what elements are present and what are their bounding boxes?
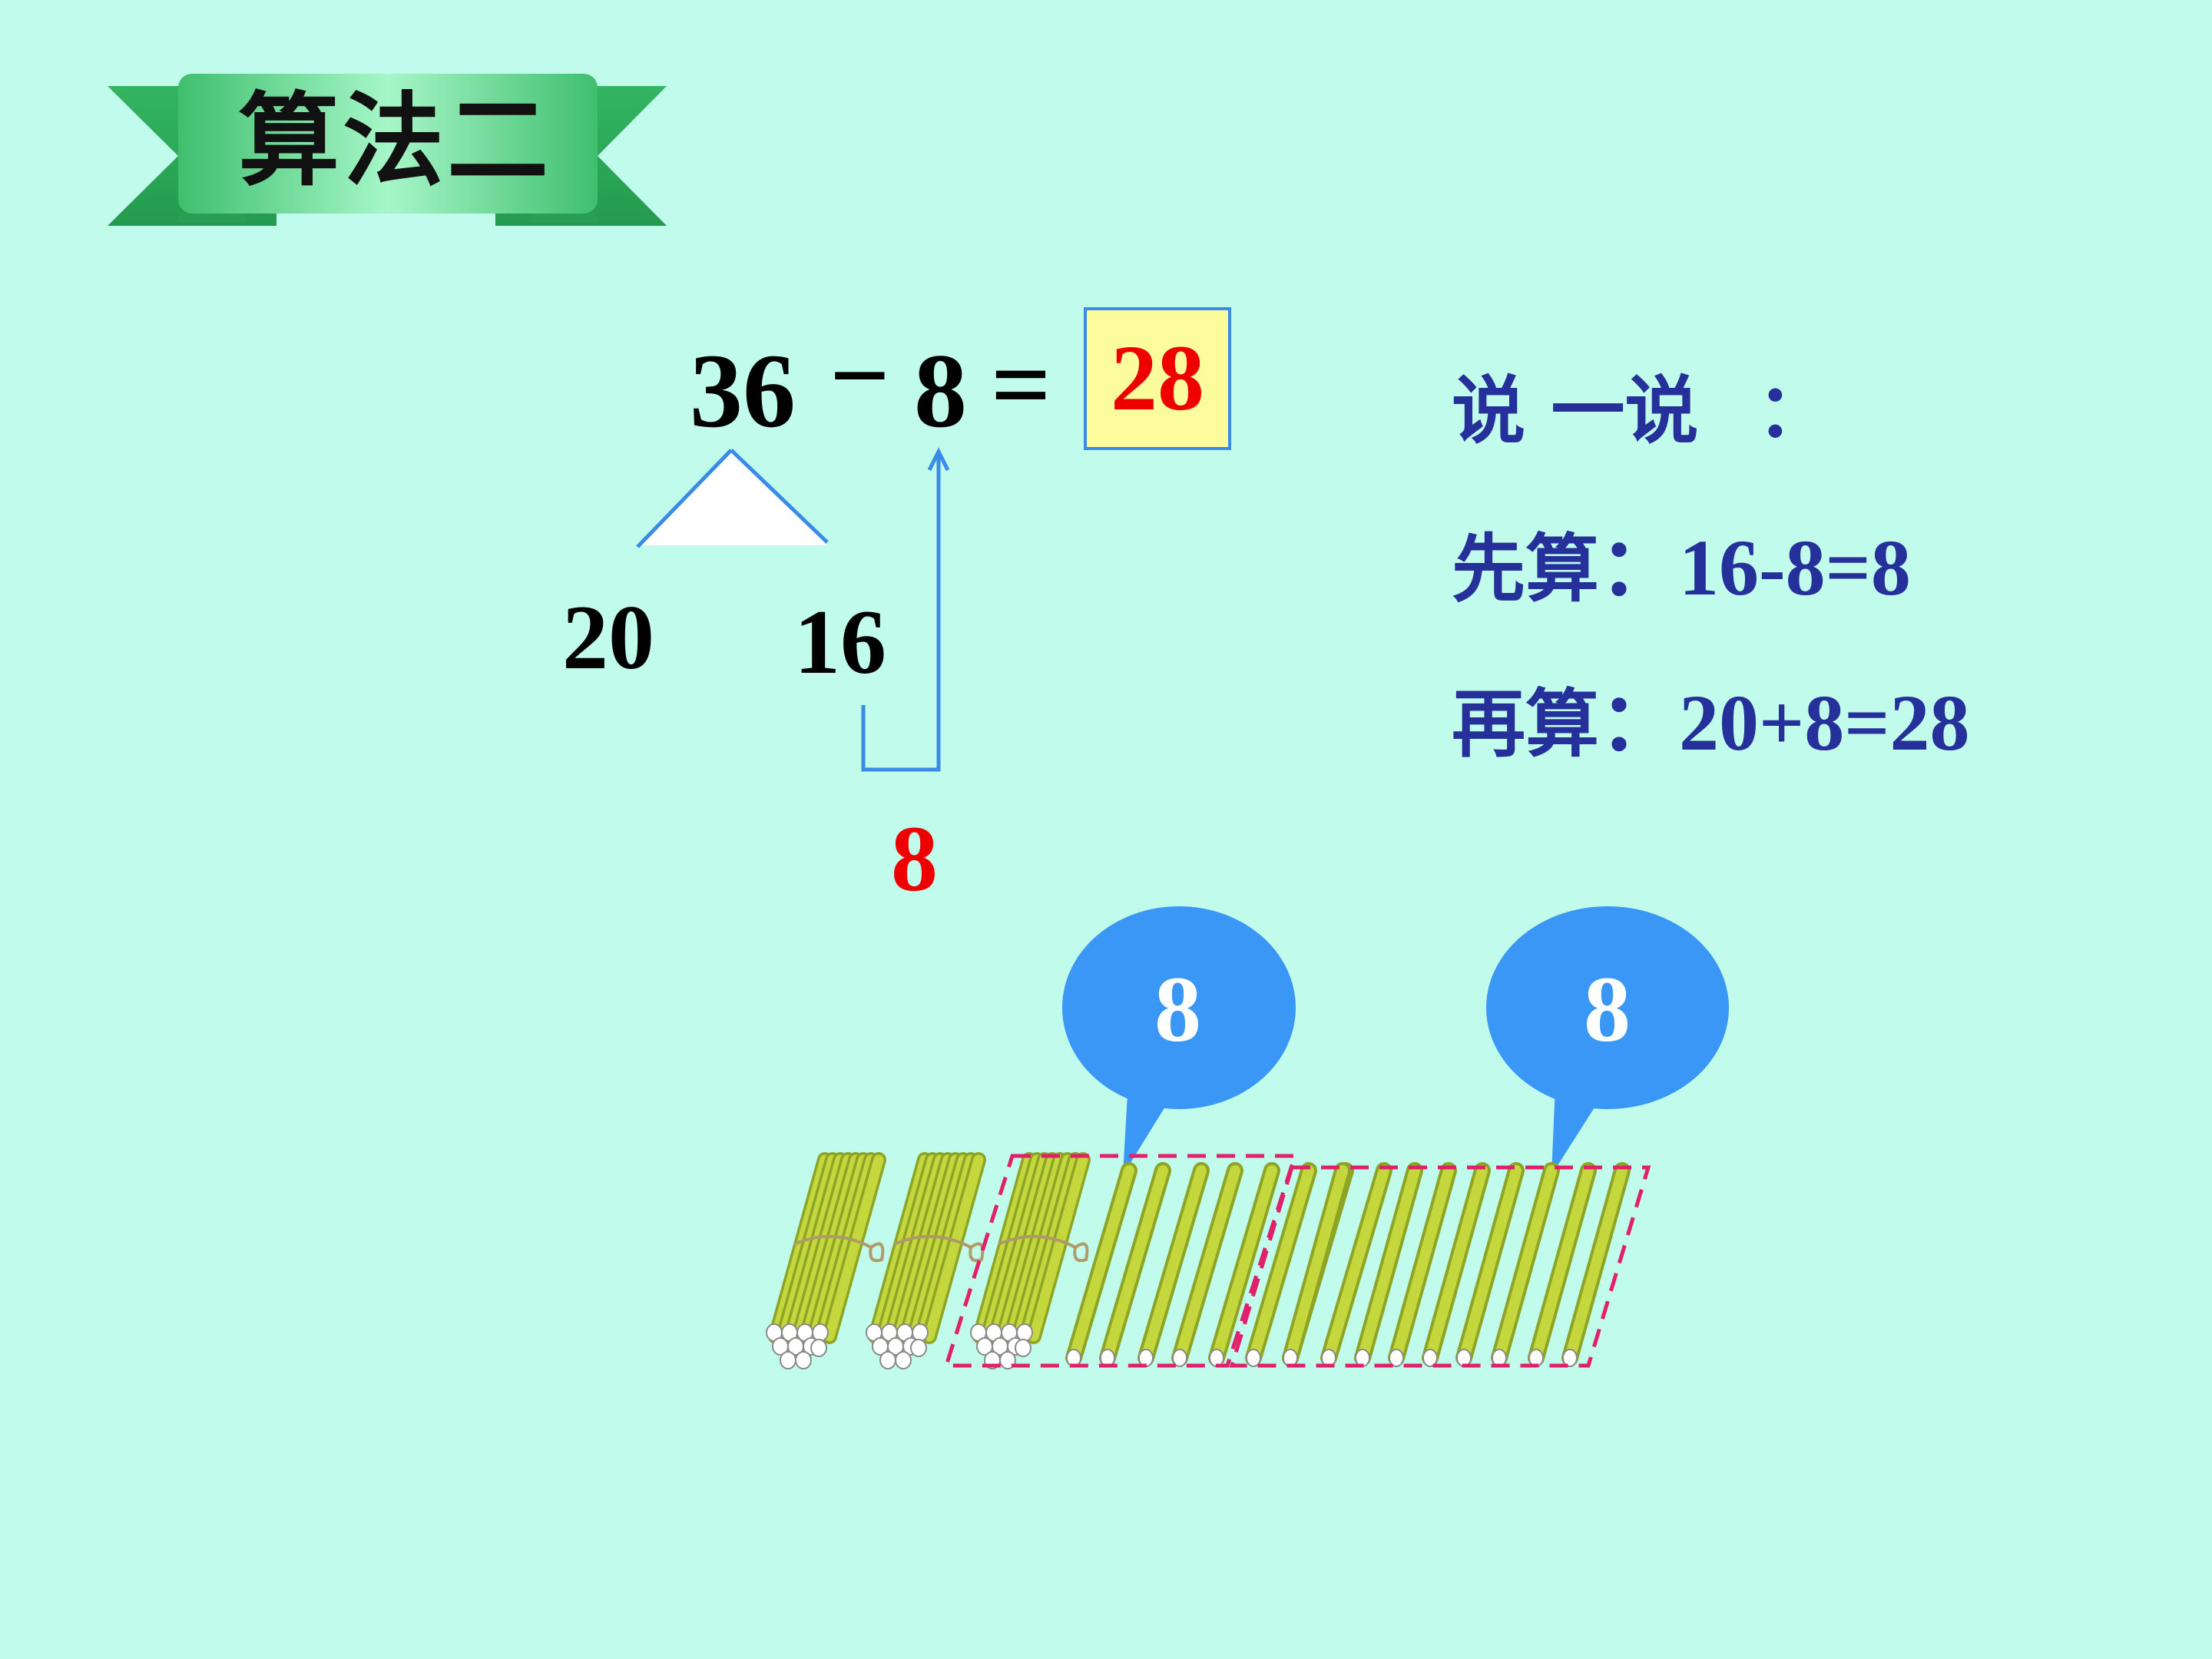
loose-stick-a4-end — [1172, 1349, 1187, 1367]
loose-stick-a6 — [1245, 1162, 1317, 1367]
loose-stick-b8-end — [1562, 1349, 1578, 1367]
loose-stick-b5 — [1455, 1162, 1525, 1367]
loose-stick-a6-body — [1248, 1165, 1314, 1363]
loose-stick-b4-body — [1425, 1165, 1488, 1363]
stick-bundle-1-stick-7 — [824, 1154, 884, 1342]
loose-stick-b3 — [1388, 1162, 1457, 1367]
loose-stick-b6 — [1491, 1162, 1560, 1367]
loose-stick-b6-body — [1494, 1165, 1557, 1363]
stick-bundle-2-string — [893, 1234, 985, 1263]
explanation-step-2: 再算：20+8=28 — [1452, 684, 1970, 763]
loose-stick-a1 — [1065, 1162, 1137, 1367]
loose-stick-a2-body — [1102, 1165, 1168, 1363]
speech-bubble-2 — [1486, 906, 1729, 1175]
stick-bundle-2-end-9 — [910, 1339, 927, 1357]
stick-bundle-2-end-7 — [879, 1351, 896, 1369]
loose-stick-b5-body — [1459, 1165, 1522, 1363]
speech-bubble-2-body — [1486, 906, 1729, 1109]
loose-stick-b3-end — [1389, 1349, 1404, 1367]
loose-sticks — [1065, 1162, 1631, 1367]
loose-stick-b8-body — [1565, 1165, 1628, 1363]
stick-bundle-3-loosened-stick-7 — [1028, 1154, 1088, 1342]
speech-bubble-2-label: 8 — [1584, 958, 1631, 1061]
split-wedge — [637, 450, 827, 545]
loose-stick-a3-body — [1141, 1165, 1207, 1363]
split-ones: 16 — [794, 591, 886, 693]
answer-box: 28 — [1084, 307, 1231, 450]
split-diagram — [636, 447, 950, 772]
answer-value: 28 — [1111, 326, 1204, 430]
loose-stick-a5-body — [1211, 1165, 1277, 1363]
loose-stick-b2 — [1354, 1162, 1423, 1367]
stick-bundle-3-loosened-end-9 — [1015, 1339, 1031, 1357]
step-1-expression: ：16-8=8 — [1599, 524, 1911, 612]
stick-bundle-2 — [866, 1152, 986, 1369]
split-line-left — [636, 449, 733, 548]
stick-bundle-1-end-7 — [780, 1351, 796, 1369]
ribbon-fold-right — [528, 214, 598, 223]
loose-stick-b4 — [1422, 1162, 1491, 1367]
ribbon-banner — [108, 74, 667, 226]
ribbon-body — [178, 74, 598, 214]
stick-bundle-1-string — [793, 1234, 885, 1263]
stick-bundle-2-end-8 — [895, 1351, 912, 1369]
explanation-title-colon: ： — [1757, 368, 1831, 454]
equation-subtrahend: 8 — [914, 332, 967, 449]
loose-stick-b1-body — [1285, 1165, 1348, 1363]
speech-bubble-1 — [1062, 906, 1296, 1175]
dashed-box-group-2 — [1229, 1165, 1651, 1368]
carry-arrow-line — [861, 453, 941, 772]
step-2-expression: ：20+8=28 — [1599, 679, 1970, 767]
stick-bundles — [766, 1152, 1091, 1369]
explanation-title-line: 说 一说 ： — [1452, 370, 1830, 450]
loose-stick-b2-body — [1357, 1165, 1420, 1363]
loose-stick-a8 — [1320, 1162, 1392, 1367]
stick-bundle-3-loosened-string — [998, 1234, 1089, 1263]
banner-title: 算法二 — [238, 82, 551, 200]
explanation-step-1: 先算：16-8=8 — [1452, 528, 1911, 608]
stick-bundle-1-end-9 — [810, 1339, 827, 1357]
loose-stick-a8-body — [1323, 1165, 1389, 1363]
speech-bubble-1-label: 8 — [1154, 958, 1201, 1061]
step-1-label: 先算 — [1452, 526, 1599, 612]
equation-minuend: 36 — [690, 332, 796, 449]
split-result: 8 — [891, 807, 938, 911]
equation-equals-sign: = — [991, 326, 1051, 443]
stick-bundle-2-stick-7 — [924, 1154, 984, 1342]
equation-minus-sign: − — [830, 316, 890, 434]
loose-stick-b8 — [1561, 1162, 1631, 1367]
ribbon-fold-left — [178, 214, 247, 223]
stick-bundle-1 — [766, 1152, 886, 1369]
loose-stick-b3-body — [1391, 1165, 1454, 1363]
loose-stick-a6-end — [1246, 1349, 1261, 1367]
stick-bundle-1-end-8 — [795, 1351, 812, 1369]
split-line-right — [730, 449, 829, 544]
loose-stick-b1 — [1282, 1162, 1351, 1367]
stick-bundle-3-loosened — [970, 1152, 1091, 1369]
loose-stick-b4-end — [1422, 1349, 1438, 1367]
loose-stick-a2 — [1099, 1162, 1171, 1367]
loose-stick-a4-body — [1174, 1165, 1240, 1363]
loose-stick-a1-body — [1068, 1165, 1134, 1363]
loose-stick-a4 — [1171, 1162, 1243, 1367]
dashed-box-group-1 — [943, 1154, 1298, 1368]
explanation-title: 说 一说 — [1452, 368, 1699, 454]
loose-stick-b7-body — [1531, 1165, 1594, 1363]
split-tens: 20 — [562, 586, 654, 688]
speech-bubble-1-body — [1062, 906, 1296, 1109]
step-2-label: 再算 — [1452, 681, 1599, 767]
loose-stick-a3 — [1137, 1162, 1210, 1367]
carry-arrow-head — [927, 447, 950, 472]
